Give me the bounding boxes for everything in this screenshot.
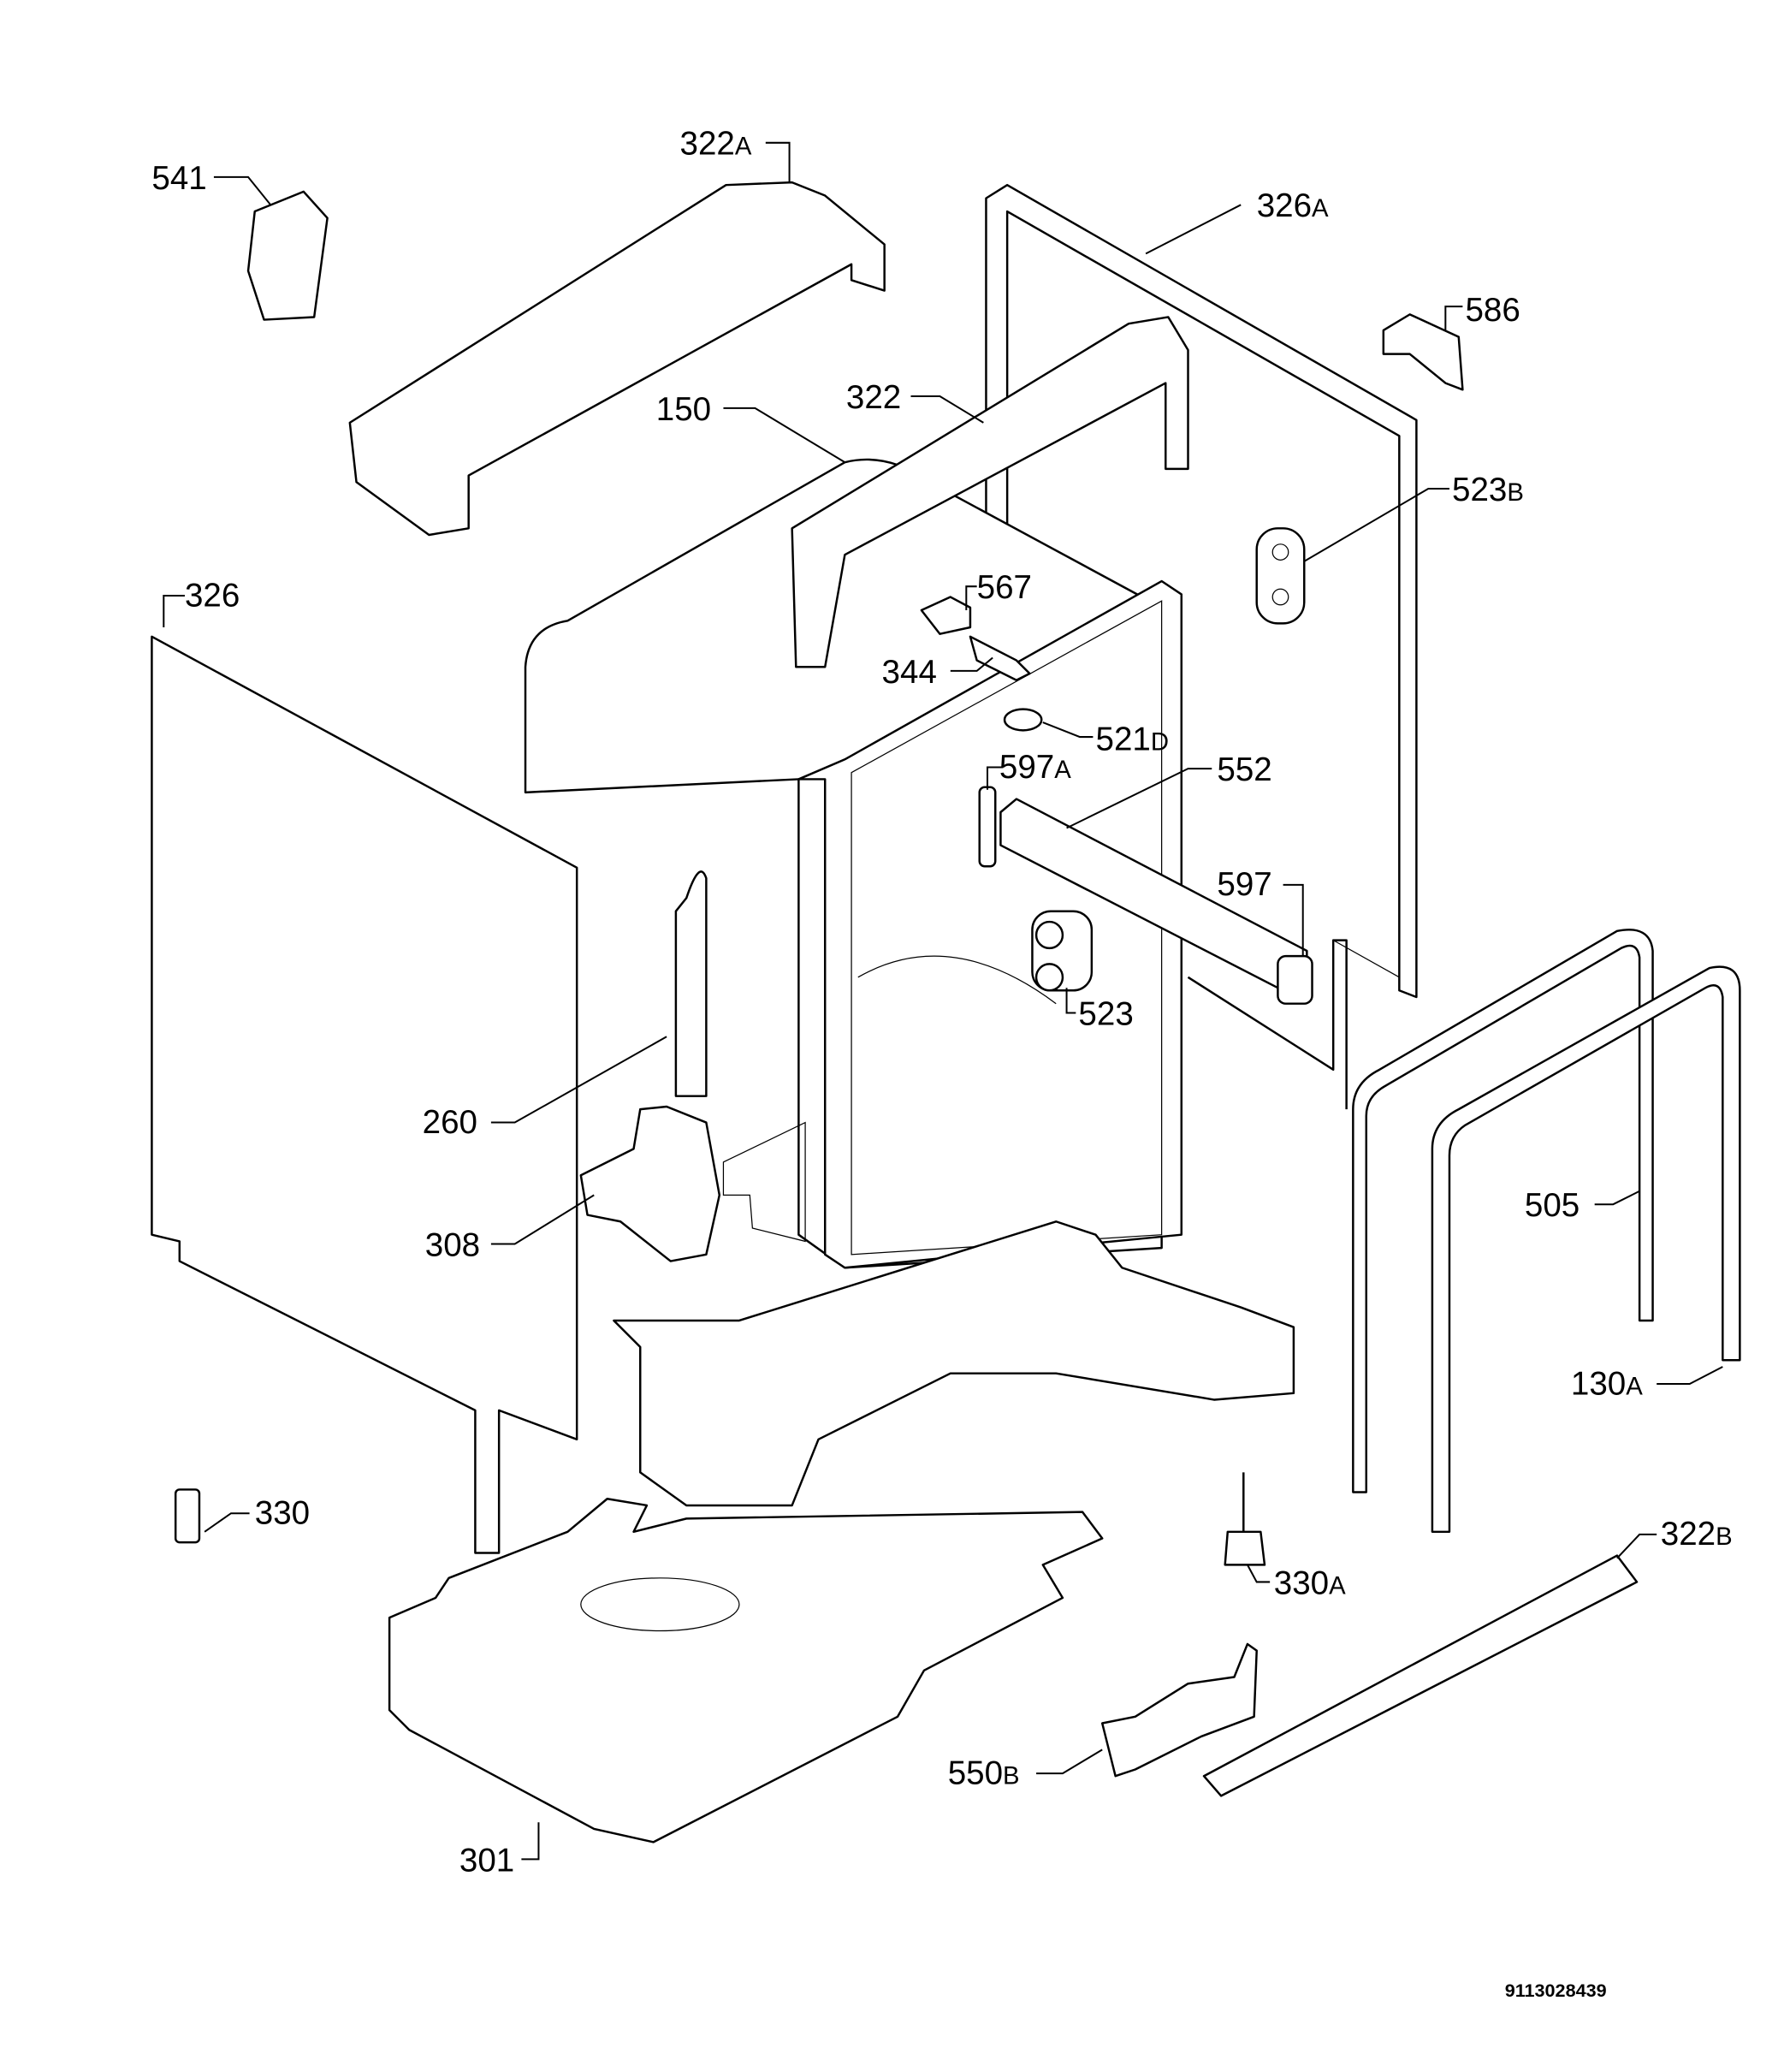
label-344: 344 [882, 654, 937, 691]
part-330-foot [174, 1488, 201, 1544]
footer-code: 9113028439 [1505, 1980, 1607, 2001]
part-260-spring [674, 870, 708, 1097]
label-330a: 330A [1274, 1564, 1346, 1601]
label-550b: 550B [948, 1754, 1020, 1791]
label-326: 326 [185, 577, 240, 614]
label-567: 567 [977, 569, 1032, 606]
label-308: 308 [425, 1226, 480, 1263]
label-326a: 326A [1257, 187, 1329, 224]
label-541: 541 [151, 160, 206, 197]
label-330: 330 [255, 1495, 310, 1532]
part-541-clip [246, 190, 329, 321]
label-301: 301 [459, 1842, 514, 1879]
label-597a: 597A [999, 749, 1071, 786]
part-597-clip [1277, 954, 1313, 1005]
part-330a-foot [1224, 1472, 1266, 1566]
part-567-344-clip [920, 596, 1031, 681]
part-base [613, 1220, 1295, 1507]
part-322-top-frame [791, 316, 1189, 668]
part-586-bracket [1382, 313, 1464, 391]
label-586: 586 [1465, 292, 1520, 329]
part-523b-bushing [1255, 527, 1306, 625]
part-322a-top-frame [348, 181, 886, 537]
part-326-side-panel [151, 635, 578, 1554]
part-505-seal [1352, 929, 1654, 1493]
label-260: 260 [423, 1104, 477, 1141]
label-521d: 521D [1096, 721, 1170, 757]
part-597a-clip [978, 786, 997, 868]
part-523-bushing [1031, 910, 1094, 992]
label-322: 322 [846, 379, 901, 416]
part-308-hinge [579, 1105, 721, 1262]
label-523: 523 [1078, 995, 1133, 1032]
part-550b-bracket [1100, 1642, 1258, 1778]
label-523b: 523B [1452, 472, 1524, 508]
leader-lines [163, 141, 1723, 1861]
part-130a-seal [1431, 965, 1741, 1534]
label-597: 597 [1217, 866, 1271, 903]
part-301-base-tray [388, 1498, 1104, 1843]
part-322b-strip [1202, 1554, 1639, 1797]
part-521d-ring [1003, 708, 1043, 732]
label-150: 150 [656, 391, 711, 428]
label-505: 505 [1525, 1187, 1580, 1224]
label-322b: 322B [1661, 1516, 1733, 1553]
label-130a: 130A [1571, 1365, 1643, 1402]
label-322a: 322A [680, 126, 752, 163]
label-552: 552 [1217, 751, 1271, 788]
